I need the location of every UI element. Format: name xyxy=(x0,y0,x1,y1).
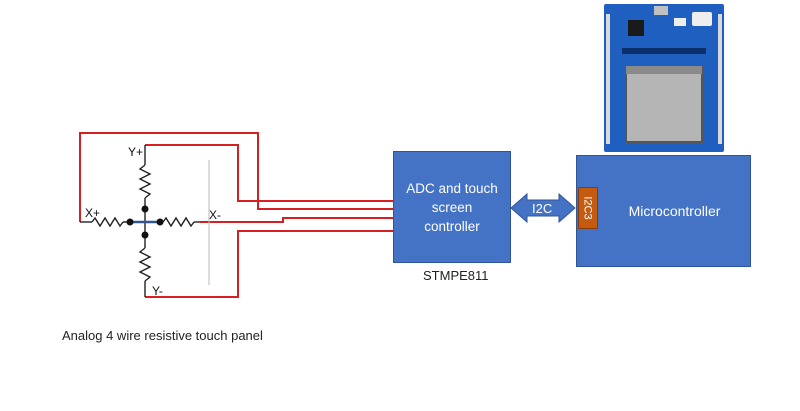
board-chip xyxy=(628,20,644,36)
board-text-strip xyxy=(622,48,706,54)
adc-label-line1: ADC and touch xyxy=(406,180,498,196)
board-button xyxy=(674,18,686,26)
wire-yplus xyxy=(145,144,393,202)
wire-yminus xyxy=(145,230,393,298)
adc-controller-block: ADC and touch screen controller xyxy=(393,151,511,263)
junction-dot-top xyxy=(141,205,149,213)
y-resistor xyxy=(138,145,152,297)
wire-xminus xyxy=(200,217,393,223)
adc-label-line3: controller xyxy=(424,218,480,234)
junction-dot-left xyxy=(126,218,134,226)
touch-panel-caption: Analog 4 wire resistive touch panel xyxy=(62,328,263,343)
junction-dot-right xyxy=(156,218,164,226)
discovery-board-image xyxy=(604,4,724,152)
chip-part-label: STMPE811 xyxy=(423,268,489,283)
i2c3-port: I2C3 xyxy=(578,187,598,229)
board-logo xyxy=(692,12,712,26)
microcontroller-block: Microcontroller xyxy=(576,155,751,267)
junction-dot-bottom xyxy=(141,231,149,239)
adc-label-line2: screen xyxy=(431,199,473,215)
lcd-top-bar xyxy=(626,66,702,74)
x-minus-label: X- xyxy=(209,208,221,222)
y-minus-label: Y- xyxy=(152,284,163,298)
y-plus-label: Y+ xyxy=(128,145,144,159)
header-pins xyxy=(606,14,722,144)
i2c-arrow xyxy=(510,192,576,224)
usb-connector xyxy=(654,6,668,15)
wire-outer xyxy=(79,132,393,222)
microcontroller-label: Microcontroller xyxy=(628,203,721,219)
lcd-screen xyxy=(625,65,703,143)
adc-controller-label: ADC and touch screen controller xyxy=(406,179,498,236)
i2c3-port-label: I2C3 xyxy=(582,196,594,220)
panel-wires xyxy=(79,132,393,298)
junction-dots xyxy=(126,205,164,239)
x-plus-label: X+ xyxy=(85,206,101,220)
i2c-bus-label: I2C xyxy=(532,201,553,216)
